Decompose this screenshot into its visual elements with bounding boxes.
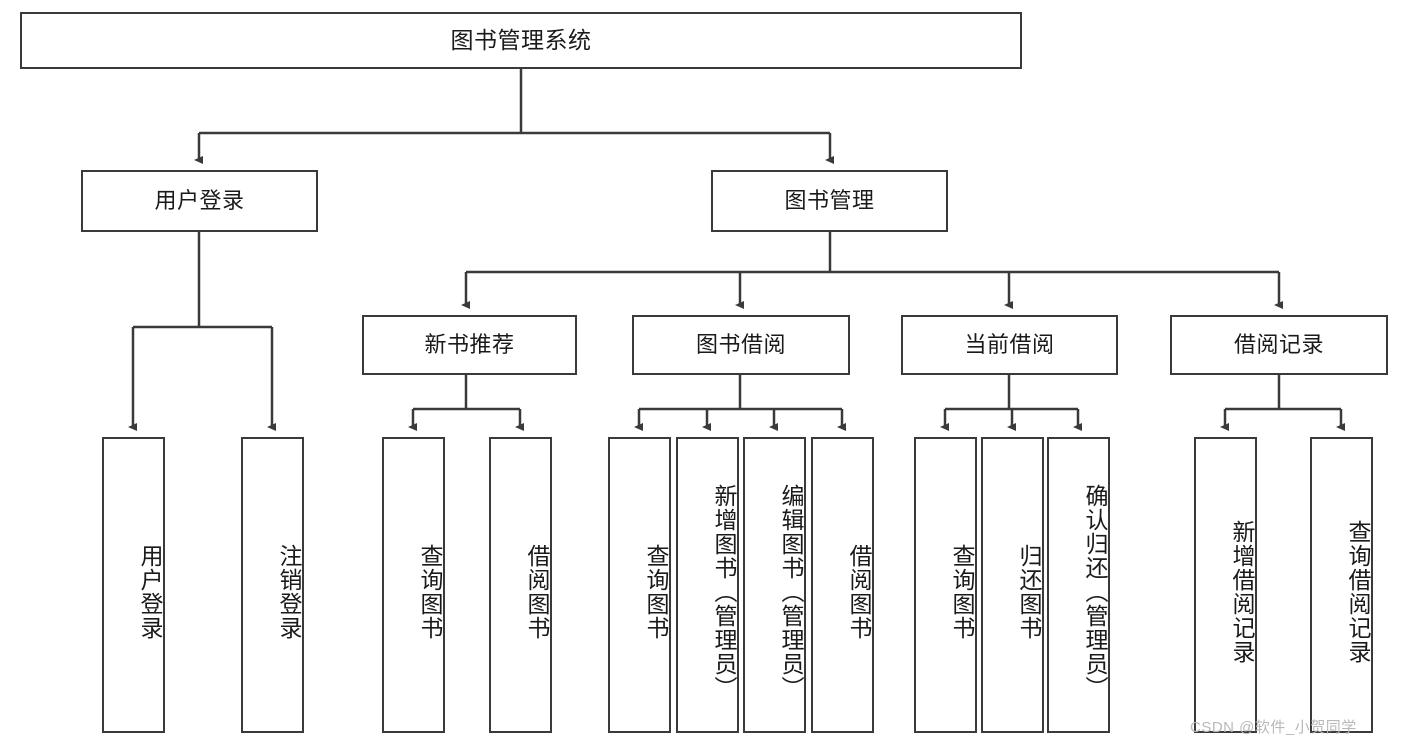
- node-label: 归还图书: [1016, 544, 1042, 640]
- node-user-login[interactable]: 用户登录: [81, 170, 318, 232]
- node-leaf-user-login[interactable]: 用户登录: [102, 437, 165, 733]
- node-label: 用户登录: [137, 544, 163, 640]
- node-book-management[interactable]: 图书管理: [711, 170, 948, 232]
- csdn-watermark: CSDN @软件_小贺同学: [1190, 719, 1357, 736]
- node-label: 借阅图书: [524, 544, 550, 640]
- node-leaf-add-book-admin[interactable]: 新增图书（管理员）: [676, 437, 739, 733]
- node-leaf-edit-book-admin[interactable]: 编辑图书（管理员）: [743, 437, 806, 733]
- node-leaf-logout[interactable]: 注销登录: [241, 437, 304, 733]
- node-label: 借阅记录: [1233, 331, 1324, 357]
- node-label: 查询图书: [417, 544, 443, 640]
- node-label: 新增图书（管理员）: [711, 484, 737, 700]
- node-label: 图书管理: [784, 187, 875, 213]
- node-book-borrow[interactable]: 图书借阅: [632, 315, 850, 375]
- node-label: 查询图书: [949, 544, 975, 640]
- node-label: 编辑图书（管理员）: [778, 484, 804, 700]
- node-leaf-query-borrow-record[interactable]: 查询借阅记录: [1310, 437, 1373, 733]
- node-label: 查询图书: [643, 544, 669, 640]
- node-leaf-return-book[interactable]: 归还图书: [981, 437, 1044, 733]
- node-leaf-borrow-book-recommend[interactable]: 借阅图书: [489, 437, 552, 733]
- node-leaf-confirm-return-admin[interactable]: 确认归还（管理员）: [1047, 437, 1110, 733]
- node-new-book-recommend[interactable]: 新书推荐: [362, 315, 577, 375]
- node-leaf-query-book-recommend[interactable]: 查询图书: [382, 437, 445, 733]
- node-label: 新书推荐: [424, 331, 515, 357]
- node-label: 图书管理系统: [450, 26, 592, 53]
- node-current-borrow[interactable]: 当前借阅: [901, 315, 1118, 375]
- node-leaf-add-borrow-record[interactable]: 新增借阅记录: [1194, 437, 1257, 733]
- node-label: 借阅图书: [846, 544, 872, 640]
- node-borrow-record[interactable]: 借阅记录: [1170, 315, 1388, 375]
- node-label: 确认归还（管理员）: [1082, 484, 1108, 700]
- node-label: 查询借阅记录: [1345, 520, 1371, 664]
- node-leaf-borrow-book[interactable]: 借阅图书: [811, 437, 874, 733]
- node-leaf-query-book-current[interactable]: 查询图书: [914, 437, 977, 733]
- node-book-management-system[interactable]: 图书管理系统: [20, 12, 1022, 69]
- node-label: 用户登录: [154, 187, 245, 213]
- node-label: 图书借阅: [695, 331, 786, 357]
- node-leaf-query-book-borrow[interactable]: 查询图书: [608, 437, 671, 733]
- node-label: 当前借阅: [964, 331, 1055, 357]
- node-label: 新增借阅记录: [1229, 520, 1255, 664]
- node-label: 注销登录: [276, 544, 302, 640]
